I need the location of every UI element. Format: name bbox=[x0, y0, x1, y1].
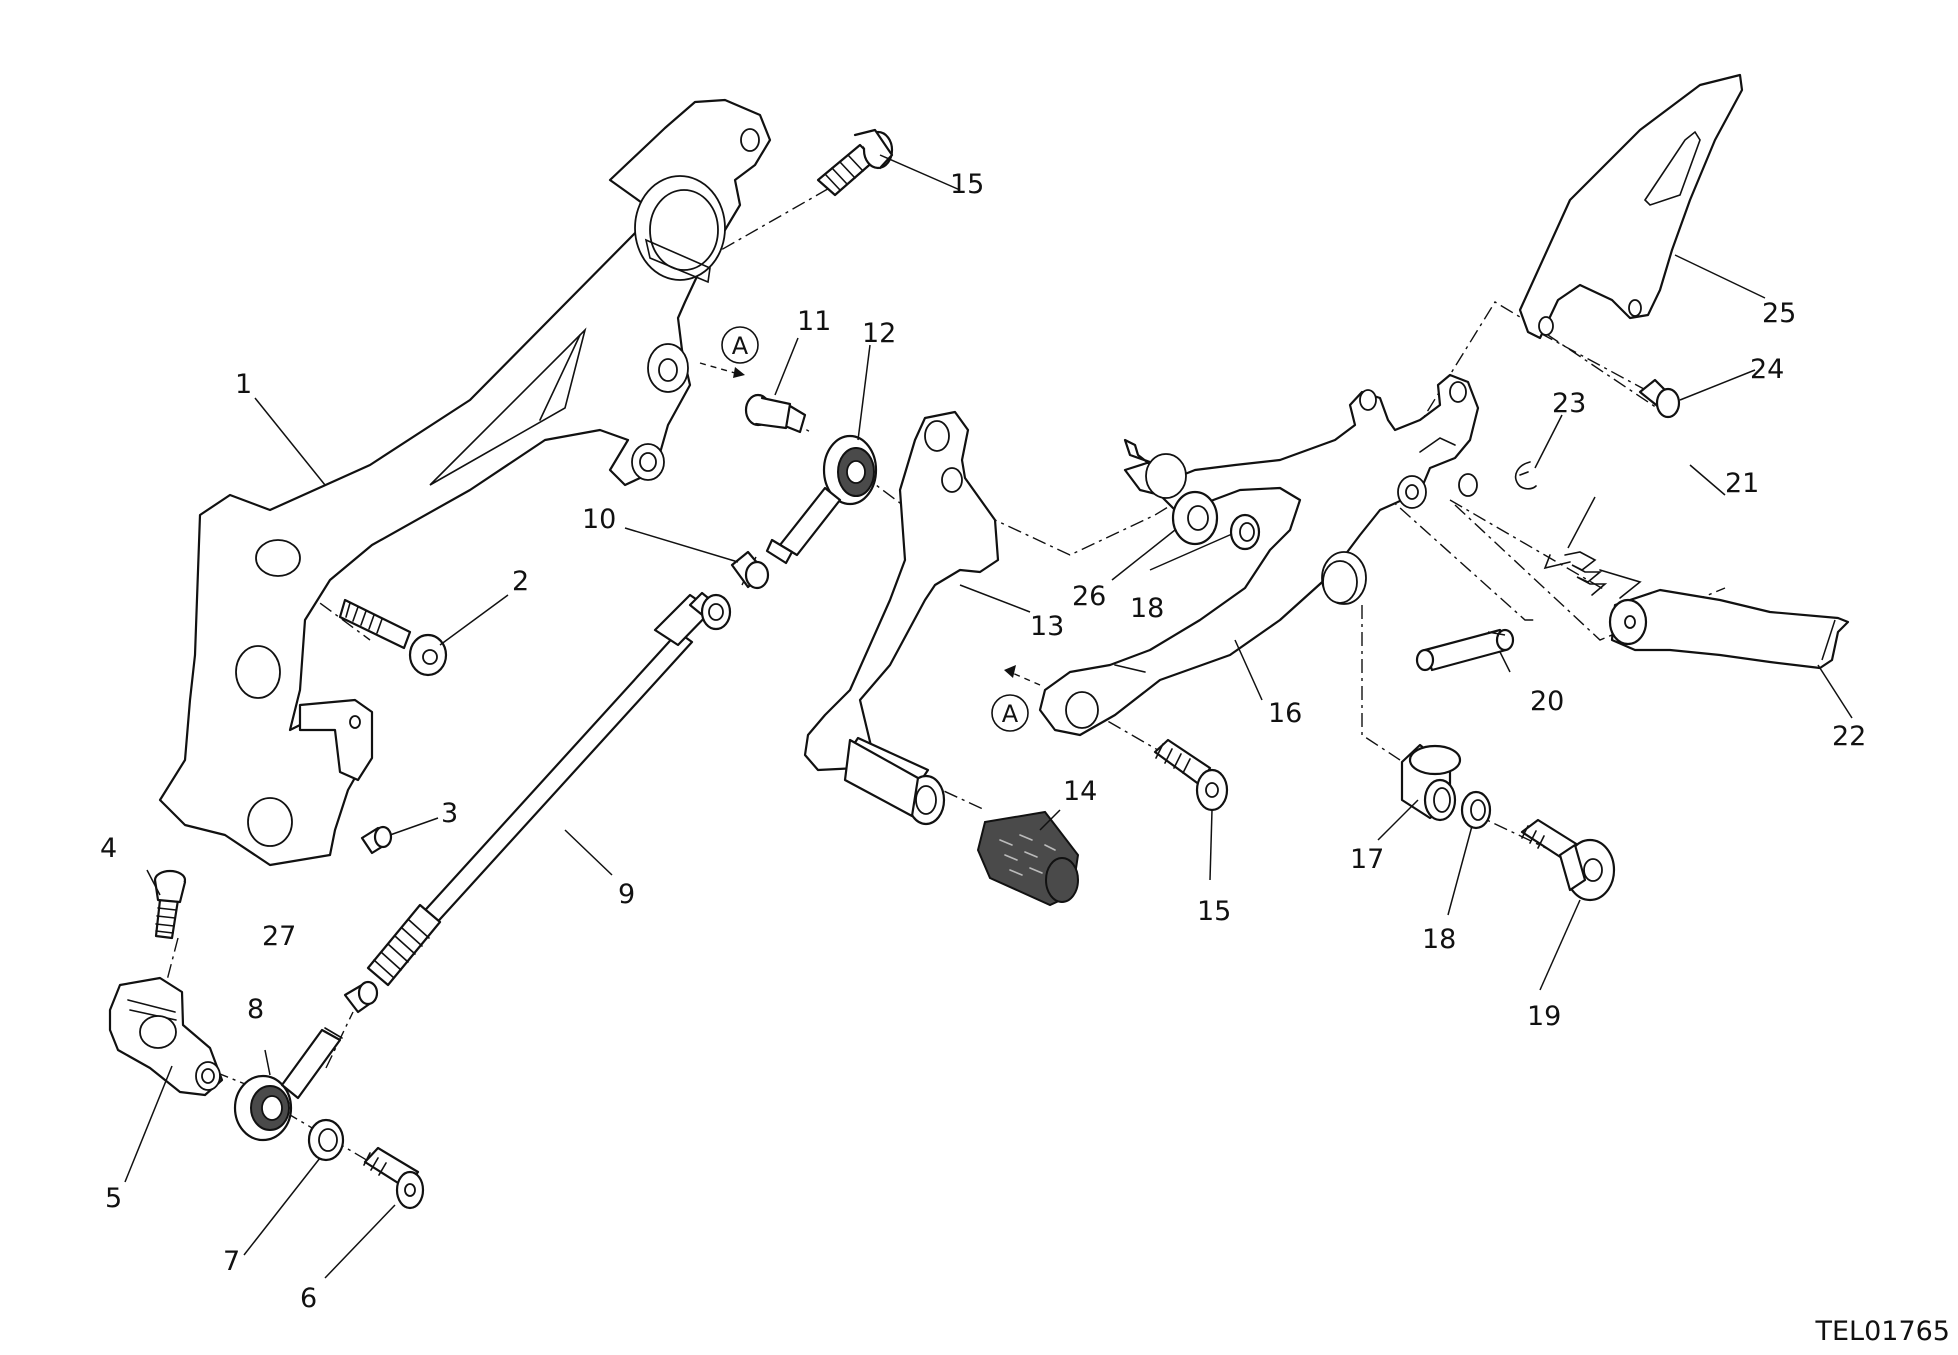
callout-18-bottom: 18 bbox=[1422, 924, 1456, 955]
reference-letter: A bbox=[1002, 700, 1019, 728]
callout-1: 1 bbox=[235, 369, 252, 400]
part-15-screw-lower bbox=[1153, 738, 1229, 812]
callout-10: 10 bbox=[582, 504, 616, 535]
part-25-heel-guard bbox=[1518, 73, 1744, 340]
callout-14: 14 bbox=[1063, 776, 1097, 807]
drawing-code: TEL01765 bbox=[1815, 1316, 1951, 1347]
callout-4: 4 bbox=[100, 833, 117, 864]
reference-letter: A bbox=[732, 332, 749, 360]
part-13-pedal bbox=[803, 410, 1000, 826]
part-18-washer-lower bbox=[1460, 790, 1492, 830]
part-15-screw-upper bbox=[816, 128, 894, 197]
part-3-plug bbox=[360, 825, 393, 855]
callout-7: 7 bbox=[223, 1246, 240, 1277]
reference-mark-bottom: A bbox=[991, 665, 1041, 732]
callout-5: 5 bbox=[105, 1183, 122, 1214]
part-26-washer bbox=[1171, 490, 1219, 546]
leader-lines bbox=[124, 154, 1853, 1279]
reference-mark-top: A bbox=[699, 326, 759, 378]
callout-17: 17 bbox=[1350, 844, 1384, 875]
callout-3: 3 bbox=[441, 798, 458, 829]
callout-labels: 1 2 3 4 5 6 7 8 9 10 11 12 13 14 15 15 1… bbox=[100, 169, 1866, 1314]
callout-23: 23 bbox=[1552, 388, 1586, 419]
part-10-nut bbox=[730, 550, 770, 590]
part-17-bushing bbox=[1400, 743, 1462, 822]
part-8-rod-end bbox=[233, 1027, 343, 1142]
callout-11: 11 bbox=[797, 306, 831, 337]
part-24-screw bbox=[1638, 378, 1681, 419]
callout-21: 21 bbox=[1725, 468, 1759, 499]
callout-19: 19 bbox=[1527, 1001, 1561, 1032]
callout-22: 22 bbox=[1832, 721, 1866, 752]
part-20-pin bbox=[1415, 628, 1515, 672]
callout-25: 25 bbox=[1762, 298, 1796, 329]
callout-9: 9 bbox=[618, 879, 635, 910]
part-16-rearset-plate bbox=[1038, 373, 1480, 737]
callout-15-bottom: 15 bbox=[1197, 896, 1231, 927]
assembly-lines bbox=[164, 161, 1726, 1163]
part-23-circlip bbox=[1514, 461, 1537, 490]
part-7-washer bbox=[307, 1118, 345, 1162]
callout-13: 13 bbox=[1030, 611, 1064, 642]
part-5-clamp bbox=[108, 976, 224, 1097]
callout-16: 16 bbox=[1268, 698, 1302, 729]
callout-6: 6 bbox=[300, 1283, 317, 1314]
part-9-gear-rod bbox=[366, 591, 732, 987]
part-14-rubber-pad bbox=[976, 810, 1080, 907]
part-2-bolt bbox=[338, 598, 448, 677]
callout-26: 26 bbox=[1072, 581, 1106, 612]
callout-8: 8 bbox=[247, 994, 264, 1025]
part-11-screw bbox=[744, 393, 807, 434]
callout-24: 24 bbox=[1750, 354, 1784, 385]
callout-20: 20 bbox=[1530, 686, 1564, 717]
part-4-screw bbox=[153, 869, 187, 940]
callout-12: 12 bbox=[862, 318, 896, 349]
part-27-nut bbox=[343, 980, 379, 1014]
callout-15-top: 15 bbox=[950, 169, 984, 200]
callout-27: 27 bbox=[262, 921, 296, 952]
part-1-bracket bbox=[158, 98, 772, 867]
callout-2: 2 bbox=[512, 566, 529, 597]
part-6-screw bbox=[363, 1146, 425, 1210]
part-22-footpeg bbox=[1608, 588, 1850, 670]
callout-18-top: 18 bbox=[1130, 593, 1164, 624]
part-12-rod-end bbox=[765, 434, 878, 565]
part-19-shoulder-bolt bbox=[1520, 818, 1616, 902]
part-18-washer-upper bbox=[1229, 513, 1261, 551]
part-21-spring bbox=[1543, 551, 1642, 599]
